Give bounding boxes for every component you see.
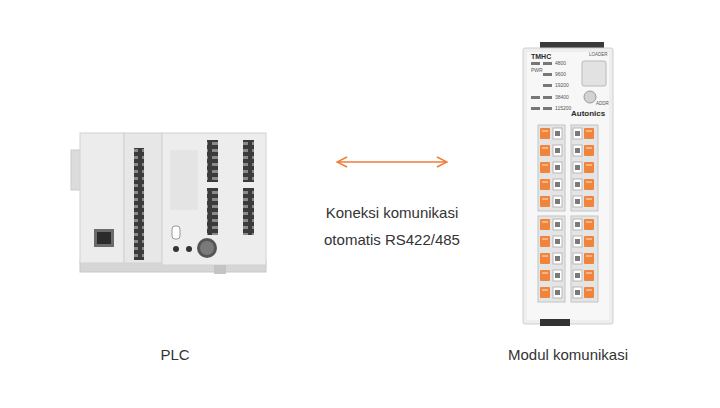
panel-marking: 9600 xyxy=(555,72,566,78)
panel-marking-holder: Autonics xyxy=(571,110,605,119)
rj45-port xyxy=(94,229,114,247)
panel-marking: LOADER xyxy=(589,53,608,58)
din-connector-face xyxy=(200,241,214,255)
terminal-block xyxy=(538,216,565,302)
terminal-strip xyxy=(207,140,218,182)
status-led xyxy=(531,96,540,99)
plc-jack xyxy=(173,246,179,252)
terminal-strip xyxy=(243,188,254,235)
panel-marking-holder: 38400 xyxy=(555,95,569,101)
device-caption: Modul komunikasi xyxy=(508,346,628,364)
panel-marking-holder: ADDR xyxy=(596,102,609,107)
terminal-levers xyxy=(571,216,598,301)
panel-marking: ADDR xyxy=(596,102,609,107)
terminal-strip xyxy=(134,148,144,260)
panel-marking: TMHC xyxy=(531,53,551,61)
panel-marking: Autonics xyxy=(571,110,605,119)
status-led xyxy=(531,62,540,65)
panel-marking-holder: 4800 xyxy=(555,61,566,67)
status-led xyxy=(543,96,552,99)
status-led xyxy=(531,107,540,110)
module-housing xyxy=(523,48,613,324)
caption-holder: Modul komunikasi xyxy=(508,346,628,364)
terminal-block xyxy=(571,125,598,211)
plc-main-module xyxy=(162,133,266,265)
address-switch xyxy=(584,91,596,103)
plc-left-module xyxy=(80,133,124,263)
rj45-socket xyxy=(97,232,111,244)
connection-arrow xyxy=(337,161,447,163)
panel-marking: 4800 xyxy=(555,61,566,67)
connection-label: Koneksi komunikasi otomatis RS422/485 xyxy=(317,199,467,253)
terminal-levers xyxy=(571,125,598,210)
panel-marking: 115200 xyxy=(555,106,571,112)
status-led xyxy=(543,73,552,76)
plc-middle-module xyxy=(124,133,162,263)
panel-marking: 19200 xyxy=(555,83,569,89)
panel-marking-holder: TMHC xyxy=(531,53,551,61)
module-front xyxy=(527,52,609,320)
plc-device xyxy=(71,133,266,274)
device-node: PLC xyxy=(75,130,275,275)
plc-clip xyxy=(214,265,226,274)
plc-led-panel xyxy=(170,150,198,210)
caption-holder: PLC xyxy=(160,346,189,364)
module-bottom-latch xyxy=(540,319,570,326)
terminal-levers xyxy=(538,216,565,301)
terminal-strip xyxy=(207,188,218,235)
panel-marking: 38400 xyxy=(555,95,569,101)
terminal-strip xyxy=(243,140,254,182)
status-led xyxy=(543,107,552,110)
status-led xyxy=(543,84,552,87)
terminal-block xyxy=(538,125,565,211)
panel-marking-holder: 19200 xyxy=(555,83,569,89)
panel-marking: PWR xyxy=(531,68,543,74)
plc-jack xyxy=(186,246,192,252)
connection-label-holder: Koneksi komunikasi otomatis RS422/485 xyxy=(317,199,467,253)
status-led xyxy=(543,62,552,65)
terminal-block xyxy=(571,216,598,302)
device-caption: PLC xyxy=(160,346,189,364)
panel-marking-holder: 115200 xyxy=(555,106,571,112)
din-connector xyxy=(197,238,217,258)
plc-switch xyxy=(172,226,180,239)
loader-cover xyxy=(582,61,606,86)
panel-marking-holder: 9600 xyxy=(555,72,566,78)
terminal-levers xyxy=(538,125,565,210)
communication-module xyxy=(523,42,613,326)
panel-marking-holder: PWR xyxy=(531,68,543,74)
panel-marking-holder: LOADER xyxy=(589,53,608,58)
